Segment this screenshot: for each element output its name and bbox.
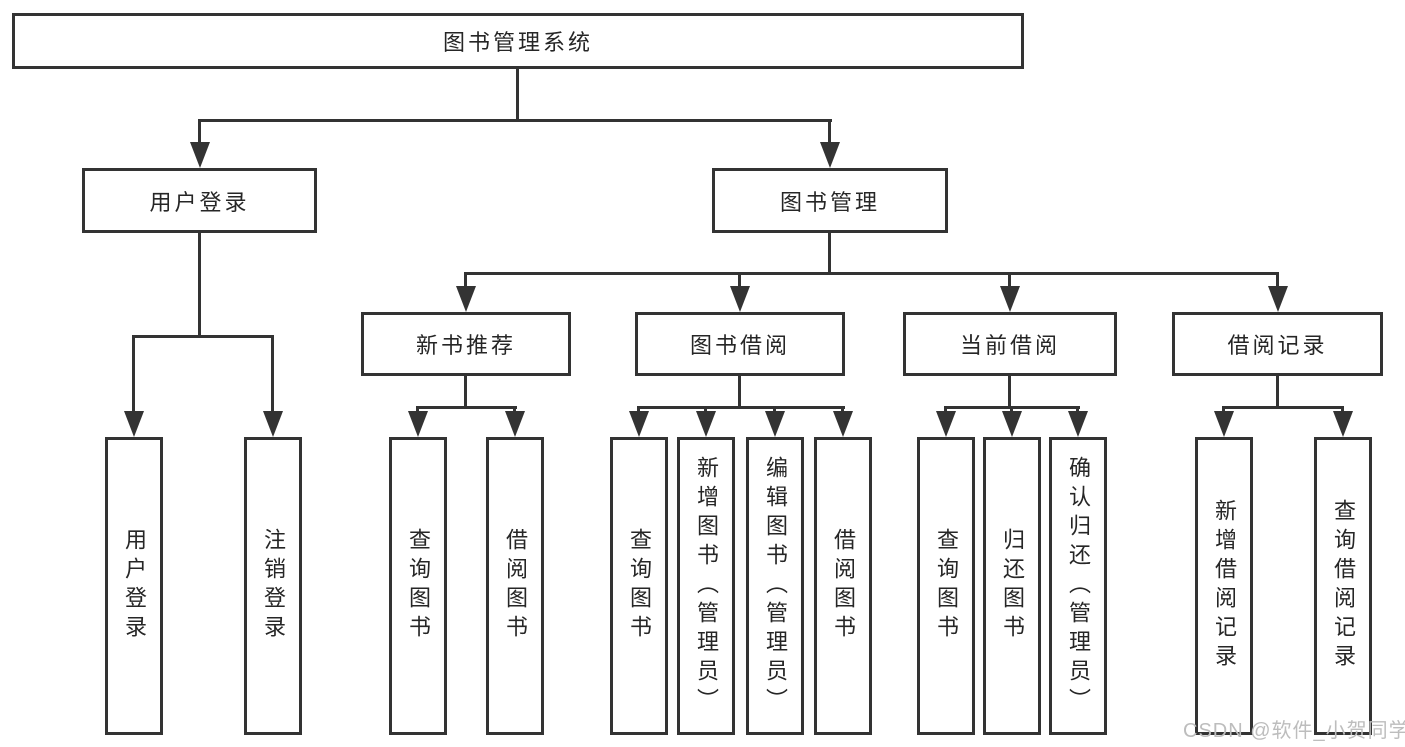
leaf-edit-book-admin: 编辑图书（管理员）	[746, 437, 804, 735]
connector-drop	[637, 406, 640, 414]
connector-drop	[271, 335, 274, 413]
connector-user-login-drop	[198, 119, 201, 144]
leaf-query-books-newrec: 查询图书	[389, 437, 447, 735]
node-label: 图书管理	[779, 189, 880, 215]
node-label: 归还图书	[1000, 528, 1025, 644]
connector-borrow-records-split	[1222, 406, 1344, 409]
node-label: 查询图书	[406, 528, 431, 644]
connector-user-login-split	[132, 335, 274, 338]
node-label: 编辑图书（管理员）	[763, 455, 788, 717]
arrowhead-down-icon	[263, 411, 283, 437]
node-label: 当前借阅	[959, 333, 1060, 358]
arrowhead-down-icon	[408, 411, 428, 437]
connector-drop	[1008, 272, 1011, 288]
connector-drop	[773, 406, 776, 414]
node-user-login: 用户登录	[82, 168, 317, 233]
leaf-query-borrow-record: 查询借阅记录	[1314, 437, 1372, 735]
connector-drop	[841, 406, 844, 414]
arrowhead-down-icon	[190, 142, 210, 168]
connector-book-mgmt-stem	[828, 233, 831, 275]
node-label: 图书管理系统	[442, 30, 593, 55]
arrowhead-down-icon	[124, 411, 144, 437]
connector-drop	[704, 406, 707, 414]
node-current-borrowing: 当前借阅	[903, 312, 1117, 376]
connector-drop	[944, 406, 947, 414]
node-borrowing-records: 借阅记录	[1172, 312, 1383, 376]
node-root-system: 图书管理系统	[12, 13, 1024, 69]
node-book-borrowing: 图书借阅	[635, 312, 845, 376]
arrowhead-down-icon	[1214, 411, 1234, 437]
node-label: 确认归还（管理员）	[1066, 455, 1091, 717]
node-label: 注销登录	[261, 528, 286, 644]
node-label: 新增图书（管理员）	[694, 455, 719, 717]
node-label: 查询图书	[934, 528, 959, 644]
node-book-management: 图书管理	[712, 168, 948, 233]
node-label: 借阅记录	[1227, 333, 1328, 358]
leaf-add-borrow-record: 新增借阅记录	[1195, 437, 1253, 735]
connector-level1-split	[198, 119, 832, 122]
connector-borrow-records-stem	[1276, 376, 1279, 409]
connector-new-books-stem	[464, 376, 467, 409]
arrowhead-down-icon	[730, 286, 750, 312]
connector-drop	[1276, 272, 1279, 288]
arrowhead-down-icon	[505, 411, 525, 437]
leaf-borrow-books: 借阅图书	[814, 437, 872, 735]
node-label: 新增借阅记录	[1212, 499, 1237, 673]
arrowhead-down-icon	[629, 411, 649, 437]
leaf-confirm-return-admin: 确认归还（管理员）	[1049, 437, 1107, 735]
connector-drop	[738, 272, 741, 288]
connector-drop	[1222, 406, 1225, 414]
connector-drop	[132, 335, 135, 413]
leaf-query-books-current: 查询图书	[917, 437, 975, 735]
connector-drop	[513, 406, 516, 414]
leaf-add-book-admin: 新增图书（管理员）	[677, 437, 735, 735]
leaf-return-book: 归还图书	[983, 437, 1041, 735]
connector-drop	[1010, 406, 1013, 414]
node-label: 新书推荐	[415, 333, 516, 358]
node-label: 用户登录	[122, 528, 147, 644]
arrowhead-down-icon	[1268, 286, 1288, 312]
connector-book-borrow-stem	[738, 376, 741, 409]
connector-book-mgmt-split	[464, 272, 1279, 275]
leaf-logout: 注销登录	[244, 437, 302, 735]
arrowhead-down-icon	[833, 411, 853, 437]
node-label: 用户登录	[149, 189, 250, 215]
connector-drop	[416, 406, 419, 414]
arrowhead-down-icon	[1333, 411, 1353, 437]
arrowhead-down-icon	[696, 411, 716, 437]
arrowhead-down-icon	[1068, 411, 1088, 437]
arrowhead-down-icon	[765, 411, 785, 437]
node-label: 查询图书	[627, 528, 652, 644]
arrowhead-down-icon	[820, 142, 840, 168]
node-label: 借阅图书	[503, 528, 528, 644]
arrowhead-down-icon	[1002, 411, 1022, 437]
arrowhead-down-icon	[1000, 286, 1020, 312]
node-label: 图书借阅	[689, 333, 790, 358]
connector-new-books-split	[416, 406, 517, 409]
leaf-user-login: 用户登录	[105, 437, 163, 735]
connector-root-stem	[516, 69, 519, 122]
arrowhead-down-icon	[936, 411, 956, 437]
connector-current-borrow-stem	[1008, 376, 1011, 409]
node-label: 查询借阅记录	[1331, 499, 1356, 673]
connector-drop	[1341, 406, 1344, 414]
node-label: 借阅图书	[831, 528, 856, 644]
csdn-watermark: CSDN @软件_小贺同学	[1183, 720, 1405, 742]
connector-drop	[1076, 406, 1079, 414]
connector-drop	[464, 272, 467, 288]
connector-user-login-stem	[198, 233, 201, 335]
connector-book-borrow-split	[637, 406, 845, 409]
arrowhead-down-icon	[456, 286, 476, 312]
connector-book-mgmt-drop	[828, 119, 831, 144]
node-new-book-recommend: 新书推荐	[361, 312, 571, 376]
leaf-borrow-books-newrec: 借阅图书	[486, 437, 544, 735]
leaf-query-books-borrow: 查询图书	[610, 437, 668, 735]
